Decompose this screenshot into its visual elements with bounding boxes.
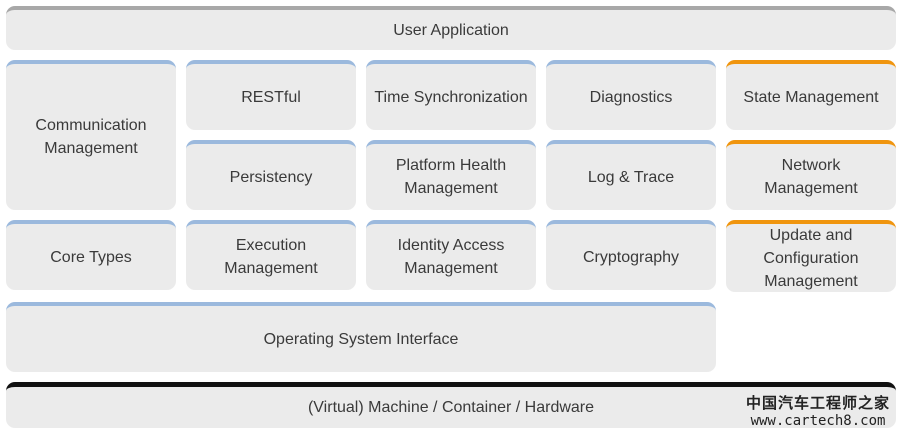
hardware-block: (Virtual) Machine / Container / Hardware [6, 382, 896, 428]
hardware-label: (Virtual) Machine / Container / Hardware [307, 399, 595, 416]
time-synchronization-label: Time Synchronization [374, 88, 528, 106]
persistency-block: Persistency [186, 140, 356, 210]
restful-label: RESTful [241, 88, 301, 106]
state-management-label: State Management [743, 88, 879, 106]
state-management-block: State Management [726, 60, 896, 130]
restful-block: RESTful [186, 60, 356, 130]
update-configuration-management-label: Update and Configuration Management [763, 226, 859, 290]
identity-access-management-block: Identity Access Management [366, 220, 536, 290]
communication-management-label: Communication Management [35, 117, 147, 157]
log-trace-block: Log & Trace [546, 140, 716, 210]
platform-health-management-block: Platform Health Management [366, 140, 536, 210]
operating-system-interface-label: Operating System Interface [263, 330, 459, 348]
diagnostics-label: Diagnostics [589, 88, 673, 106]
log-trace-label: Log & Trace [587, 168, 675, 186]
core-types-label: Core Types [50, 248, 132, 266]
core-types-block: Core Types [6, 220, 176, 290]
identity-access-management-label: Identity Access Management [397, 237, 505, 277]
cryptography-label: Cryptography [582, 248, 680, 266]
operating-system-interface-block: Operating System Interface [6, 302, 716, 372]
watermark: 中国汽车工程师之家 www.cartech8.com [746, 392, 890, 429]
cryptography-block: Cryptography [546, 220, 716, 290]
diagnostics-block: Diagnostics [546, 60, 716, 130]
execution-management-label: Execution Management [224, 237, 318, 277]
persistency-label: Persistency [229, 168, 313, 186]
platform-health-management-label: Platform Health Management [395, 157, 507, 197]
user-application-block: User Application [6, 6, 896, 50]
network-management-label: Network Management [764, 157, 858, 197]
user-application-label: User Application [393, 21, 509, 39]
execution-management-block: Execution Management [186, 220, 356, 290]
network-management-block: Network Management [726, 140, 896, 210]
watermark-url: www.cartech8.com [750, 413, 886, 429]
update-configuration-management-block: Update and Configuration Management [726, 220, 896, 292]
time-synchronization-block: Time Synchronization [366, 60, 536, 130]
communication-management-block: Communication Management [6, 60, 176, 210]
watermark-chinese-text: 中国汽车工程师之家 [745, 394, 890, 412]
